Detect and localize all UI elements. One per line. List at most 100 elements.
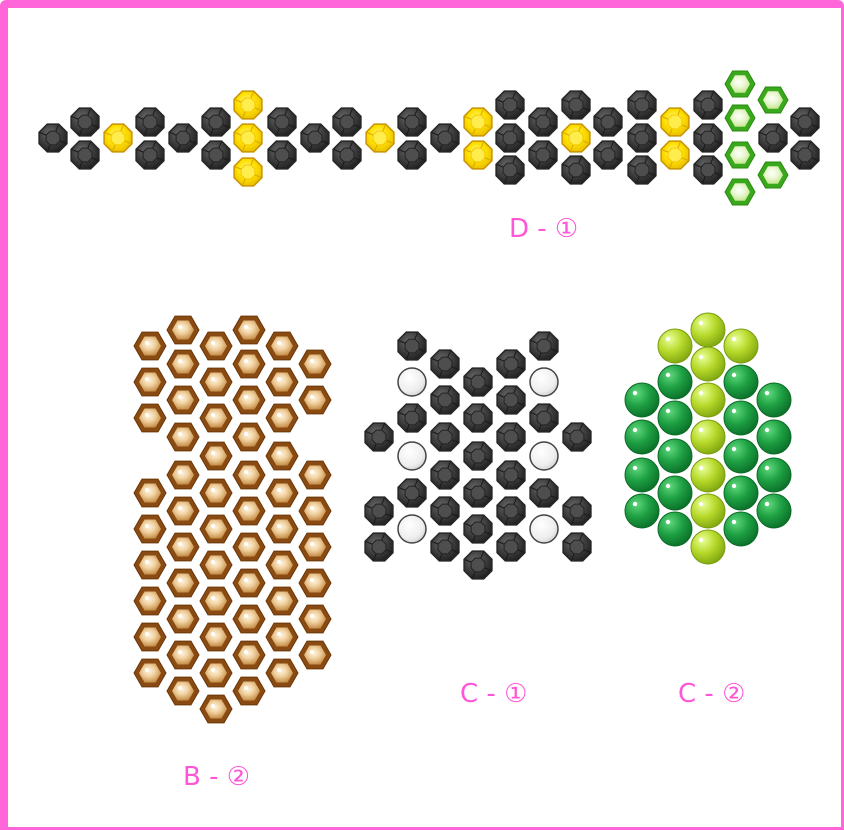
black-octagon-bead bbox=[464, 515, 492, 543]
green-round-bead bbox=[724, 476, 758, 510]
black-octagon-bead bbox=[365, 497, 393, 525]
yellow-octagon-bead bbox=[104, 124, 132, 152]
black-octagon-bead bbox=[497, 461, 525, 489]
black-octagon-bead bbox=[136, 141, 164, 169]
yellow-octagon-bead bbox=[661, 108, 689, 136]
brown-hexagon-bead bbox=[134, 479, 166, 507]
black-octagon-bead bbox=[136, 108, 164, 136]
black-octagon-bead bbox=[563, 423, 591, 451]
yellow-octagon-bead bbox=[562, 124, 590, 152]
brown-hexagon-bead bbox=[134, 623, 166, 651]
brown-hexagon-bead bbox=[167, 497, 199, 525]
black-octagon-bead bbox=[398, 479, 426, 507]
yellow-octagon-bead bbox=[234, 91, 262, 119]
white-round-bead bbox=[398, 368, 426, 396]
brown-hexagon-bead bbox=[200, 368, 232, 396]
brown-hexagon-bead bbox=[200, 479, 232, 507]
green-round-bead bbox=[658, 476, 692, 510]
black-octagon-bead bbox=[628, 156, 656, 184]
black-octagon-bead bbox=[496, 124, 524, 152]
yellow-octagon-bead bbox=[234, 124, 262, 152]
black-octagon-bead bbox=[431, 386, 459, 414]
green-round-bead bbox=[658, 439, 692, 473]
green-round-bead bbox=[724, 401, 758, 435]
black-octagon-bead bbox=[431, 533, 459, 561]
brown-hexagon-bead bbox=[134, 551, 166, 579]
black-octagon-bead bbox=[431, 461, 459, 489]
green-round-bead bbox=[724, 365, 758, 399]
brown-hexagon-bead bbox=[134, 515, 166, 543]
green-round-bead bbox=[658, 512, 692, 546]
brown-hexagon-bead bbox=[233, 569, 265, 597]
green-round-bead bbox=[757, 420, 791, 454]
brown-hexagon-bead bbox=[134, 332, 166, 360]
brown-hexagon-bead bbox=[233, 497, 265, 525]
brown-hexagon-bead bbox=[167, 350, 199, 378]
green-round-bead bbox=[757, 494, 791, 528]
green-round-bead bbox=[625, 420, 659, 454]
brown-hexagon-bead bbox=[134, 404, 166, 432]
green-hexagon-bead bbox=[725, 142, 755, 168]
black-octagon-bead bbox=[694, 156, 722, 184]
brown-hexagon-bead bbox=[200, 587, 232, 615]
label-c-1: C - ① bbox=[460, 679, 527, 709]
black-octagon-bead bbox=[694, 91, 722, 119]
brown-hexagon-bead bbox=[167, 386, 199, 414]
brown-hexagon-bead bbox=[200, 404, 232, 432]
lightgreen-round-bead bbox=[691, 530, 725, 564]
brown-hexagon-bead bbox=[266, 551, 298, 579]
black-octagon-bead bbox=[497, 533, 525, 561]
lightgreen-round-bead bbox=[691, 420, 725, 454]
white-round-bead bbox=[530, 515, 558, 543]
brown-hexagon-bead bbox=[266, 332, 298, 360]
brown-hexagon-bead bbox=[167, 677, 199, 705]
black-octagon-bead bbox=[398, 404, 426, 432]
green-round-bead bbox=[625, 383, 659, 417]
black-octagon-bead bbox=[464, 551, 492, 579]
black-octagon-bead bbox=[496, 91, 524, 119]
brown-hexagon-bead bbox=[299, 386, 331, 414]
black-octagon-bead bbox=[628, 124, 656, 152]
white-round-bead bbox=[530, 442, 558, 470]
black-octagon-bead bbox=[529, 108, 557, 136]
green-round-bead bbox=[625, 494, 659, 528]
brown-hexagon-bead bbox=[233, 423, 265, 451]
black-octagon-bead bbox=[563, 497, 591, 525]
black-octagon-bead bbox=[529, 141, 557, 169]
brown-hexagon-bead bbox=[200, 332, 232, 360]
yellow-octagon-bead bbox=[234, 158, 262, 186]
green-hexagon-bead bbox=[725, 105, 755, 131]
green-round-bead bbox=[757, 458, 791, 492]
brown-hexagon-bead bbox=[167, 533, 199, 561]
black-octagon-bead bbox=[202, 108, 230, 136]
brown-hexagon-bead bbox=[200, 515, 232, 543]
black-octagon-bead bbox=[431, 423, 459, 451]
black-octagon-bead bbox=[39, 124, 67, 152]
white-round-bead bbox=[530, 368, 558, 396]
brown-hexagon-bead bbox=[299, 533, 331, 561]
white-round-bead bbox=[398, 515, 426, 543]
brown-hexagon-bead bbox=[200, 442, 232, 470]
black-octagon-bead bbox=[398, 141, 426, 169]
brown-hexagon-bead bbox=[266, 442, 298, 470]
yellow-octagon-bead bbox=[464, 108, 492, 136]
brown-hexagon-bead bbox=[233, 461, 265, 489]
lightgreen-round-bead bbox=[691, 494, 725, 528]
brown-hexagon-bead bbox=[167, 641, 199, 669]
brown-hexagon-bead bbox=[200, 695, 232, 723]
black-octagon-bead bbox=[497, 423, 525, 451]
brown-hexagon-bead bbox=[233, 533, 265, 561]
brown-hexagon-bead bbox=[299, 350, 331, 378]
white-round-bead bbox=[398, 442, 426, 470]
yellow-octagon-bead bbox=[464, 141, 492, 169]
black-octagon-bead bbox=[530, 332, 558, 360]
black-octagon-bead bbox=[594, 108, 622, 136]
brown-hexagon-bead bbox=[299, 605, 331, 633]
black-octagon-bead bbox=[562, 156, 590, 184]
black-octagon-bead bbox=[791, 108, 819, 136]
black-octagon-bead bbox=[464, 368, 492, 396]
brown-hexagon-bead bbox=[200, 551, 232, 579]
black-octagon-bead bbox=[431, 124, 459, 152]
green-hexagon-bead bbox=[725, 179, 755, 205]
brown-hexagon-bead bbox=[134, 368, 166, 396]
